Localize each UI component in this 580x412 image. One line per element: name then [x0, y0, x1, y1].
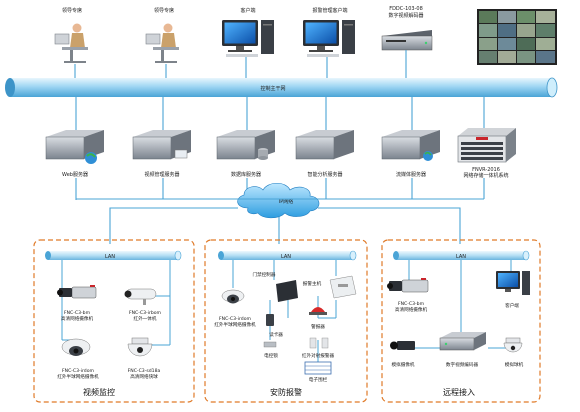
- video-section-title: 视频监控: [83, 387, 115, 397]
- video-encoder-label: 数字视频编码器: [446, 361, 479, 368]
- remote-cam-name: 高清网络摄像机: [395, 306, 428, 313]
- security-dome-camera: [221, 289, 245, 304]
- security-device-links: [232, 260, 337, 362]
- remote-section-title: 远程接入: [443, 387, 475, 397]
- streaming-media-server: [381, 130, 440, 161]
- ir-bullet-camera: [124, 288, 157, 305]
- leader-seat-1: [54, 23, 88, 63]
- video-cam1-model: FNC-C3-bm: [64, 310, 91, 316]
- video-encoder: [439, 332, 486, 351]
- door-controller-label: 门禁控制器: [253, 271, 276, 278]
- web-server-label: Web服务器: [62, 171, 88, 178]
- server-drop-links: [75, 97, 485, 130]
- remote-lan-label: LAN: [456, 254, 466, 260]
- ir-beam-label: 红外对射报警器: [302, 352, 335, 359]
- door-controller: [276, 280, 298, 302]
- smart-analysis-server: [295, 130, 354, 160]
- decoder-model-label: FDDC-103-08: [389, 6, 423, 12]
- video-cam2-name: 红外一体机: [134, 315, 157, 322]
- streaming-media-server-label: 流媒体服务器: [396, 171, 426, 178]
- video-cam4-name: 高清网络快球: [130, 373, 158, 380]
- security-lan-pipe: [218, 250, 357, 261]
- leader-seat-1-label: 领导专席: [62, 7, 82, 14]
- hd-speed-dome: [127, 337, 153, 357]
- client-pc-label: 客户端: [240, 7, 255, 14]
- video-cam3-name: 红外半球网络摄像机: [57, 373, 99, 380]
- cloud-fanout-links: [75, 198, 484, 244]
- backbone-pipe: [5, 77, 558, 98]
- video-mgmt-server: [132, 130, 191, 160]
- hd-network-camera: [57, 285, 97, 299]
- client-pc: [222, 20, 274, 57]
- analog-dome: [503, 337, 523, 353]
- alarm-host-label: 报警主机: [303, 280, 322, 287]
- alarm-client-label: 报警管理客户端: [312, 7, 347, 14]
- nvr-storage: [457, 128, 516, 163]
- video-monitoring-box: [33, 239, 195, 403]
- video-lan-label: LAN: [105, 254, 115, 260]
- electronic-fence-label: 电子围栏: [309, 376, 328, 383]
- leader-seat-2: [145, 23, 179, 63]
- alarm-siren-label: 警报器: [311, 323, 325, 330]
- ir-beam-detector: [309, 337, 329, 349]
- ip-network-cloud: [237, 182, 320, 219]
- video-wall: [477, 9, 557, 65]
- remote-client-label: 客户端: [505, 302, 519, 309]
- remote-hd-camera: [387, 278, 429, 293]
- video-cam4-model: FNC-C3-sd18a: [128, 368, 161, 374]
- remote-cam-model: FNC-C3-bm: [398, 301, 425, 307]
- backbone-label: 控制主干网: [260, 85, 285, 92]
- electric-lock-label: 电控锁: [264, 352, 278, 359]
- security-dome-name: 红外半球网络摄像机: [214, 321, 256, 328]
- alarm-client-pc: [303, 20, 355, 57]
- leader-seat-2-label: 领导专席: [154, 7, 174, 14]
- remote-lan-pipe: [393, 250, 530, 261]
- video-lan-pipe: [45, 250, 182, 261]
- video-mgmt-server-label: 视频管理服务器: [144, 171, 179, 178]
- decoder-name-label: 数字视频解码器: [388, 12, 423, 19]
- electric-lock: [263, 341, 277, 348]
- card-reader: [266, 314, 274, 326]
- web-server: [45, 130, 104, 164]
- top-drop-links: [74, 50, 407, 78]
- smart-analysis-server-label: 智能分析服务器: [307, 171, 342, 178]
- remote-client-pc: [496, 271, 530, 295]
- video-cam2-model: FNC-C3-irbom: [129, 310, 162, 316]
- electronic-fence: [304, 361, 332, 375]
- ir-dome-camera: [61, 338, 91, 356]
- alarm-host: [329, 275, 357, 299]
- security-lan-label: LAN: [281, 254, 291, 260]
- analog-camera: [390, 341, 415, 350]
- nvr-model-label: FNVR-2016: [472, 167, 500, 173]
- security-dome-model: FNC-C3-irdom: [219, 316, 252, 322]
- analog-camera-label: 模拟摄像机: [392, 361, 415, 368]
- video-cam3-model: FNC-C3-irdom: [62, 368, 95, 374]
- card-reader-label: 读卡器: [269, 331, 283, 338]
- security-alarm-box: [204, 239, 368, 403]
- ip-network-label: IP网络: [279, 198, 294, 205]
- video-cam1-name: 高清网络摄像机: [61, 315, 94, 322]
- alarm-siren: [309, 307, 327, 315]
- remote-access-box: [381, 239, 541, 403]
- video-decoder: [381, 30, 433, 51]
- nvr-name-label: 网络存储一体机系统: [463, 172, 508, 179]
- security-section-title: 安防报警: [270, 387, 302, 397]
- database-server-label: 数据库服务器: [231, 171, 261, 178]
- video-device-links: [61, 260, 171, 346]
- database-server: [216, 130, 275, 160]
- analog-dome-label: 模拟球机: [505, 361, 524, 368]
